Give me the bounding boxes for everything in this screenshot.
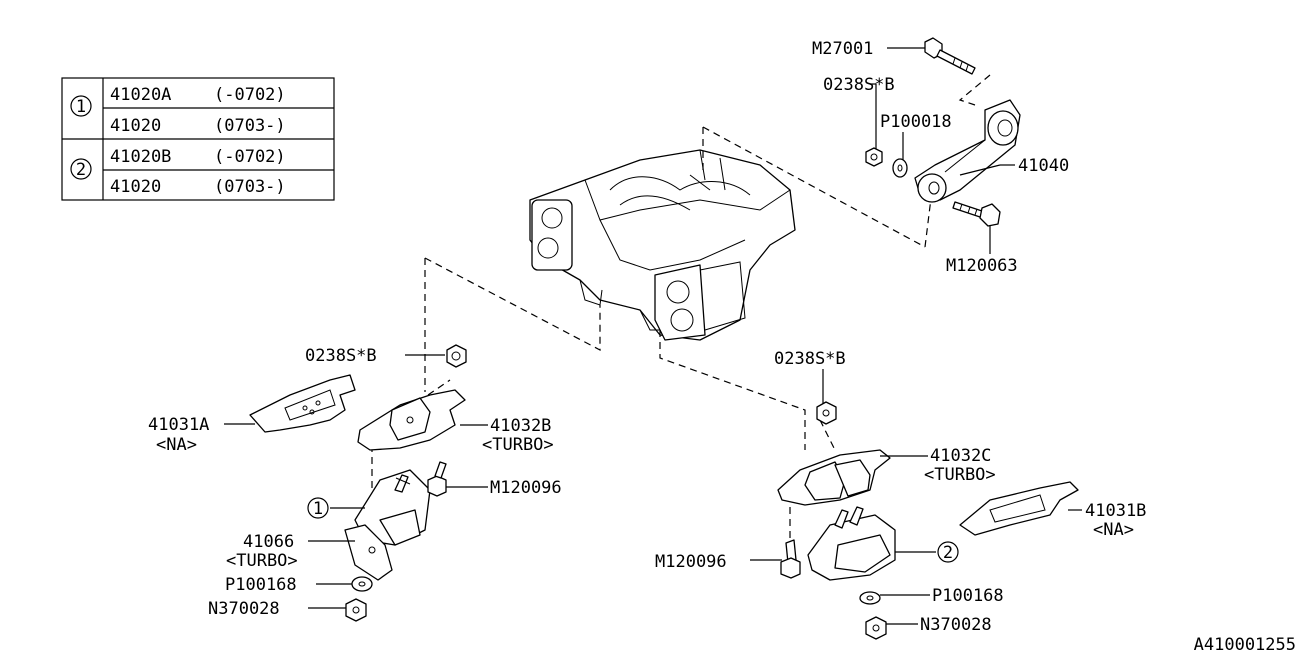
label-p100018: P100018	[880, 112, 952, 132]
label-0238sb-top: 0238S*B	[823, 75, 895, 95]
marker-2: 2	[943, 543, 953, 563]
nut-right-icon	[816, 401, 837, 425]
table-part-number: 41020B	[110, 147, 171, 167]
table-marker-2: 2	[76, 160, 86, 180]
label-m120096-right: M120096	[655, 552, 727, 572]
engine-mount-1-icon	[354, 469, 431, 546]
table-date-range: (-0702)	[214, 85, 286, 105]
label-m27001: M27001	[812, 39, 873, 59]
marker-circle-1-diagram	[307, 497, 329, 519]
diagram-id: A410001255	[1194, 635, 1296, 653]
marker-1: 1	[313, 499, 323, 519]
washer-p100168-left-icon	[351, 576, 373, 592]
table-date-range: (-0702)	[214, 147, 286, 167]
engine-block-illustration	[529, 149, 796, 341]
marker-circle-2-diagram	[937, 541, 959, 563]
table-date-range: (0703-)	[214, 177, 286, 197]
label-p100168-right: P100168	[932, 586, 1004, 606]
bracket-41066-icon	[344, 524, 393, 581]
label-n370028-left: N370028	[208, 599, 280, 619]
pitch-stopper-group: M27001 0238S*B P100018 41040	[812, 37, 1069, 276]
washer-p100018-icon	[892, 158, 908, 178]
bolt-m120096-left-icon	[427, 461, 447, 497]
bracket-41032b-icon	[357, 389, 466, 451]
label-n370028-right: N370028	[920, 615, 992, 635]
bracket-41031a-icon	[249, 374, 356, 433]
marker-circle-1	[70, 95, 92, 117]
pitch-stopper-41040-icon	[914, 99, 1021, 203]
nut-n370028-left-icon	[345, 598, 367, 622]
left-mount-group: 0238S*B 41031A <NA> 41032B <TURBO>	[148, 344, 562, 622]
bracket-41031b-icon	[959, 481, 1079, 536]
label-41032b: 41032B	[490, 416, 551, 436]
table-part-number: 41020A	[110, 85, 171, 105]
label-turbo-c: <TURBO>	[924, 465, 996, 485]
label-m120063: M120063	[946, 256, 1018, 276]
label-m120096-left: M120096	[490, 478, 562, 498]
assembly-dashed-lines	[371, 74, 991, 560]
marker-circle-2	[70, 158, 92, 180]
part-reference-table: 1 41020A (-0702) 41020 (0703-) 2 41020B …	[61, 77, 335, 201]
nut-n370028-right-icon	[865, 616, 887, 640]
bolt-m120096-right-icon	[780, 539, 801, 579]
label-p100168-left: P100168	[225, 575, 297, 595]
label-0238sb-right: 0238S*B	[774, 349, 846, 369]
label-41066: 41066	[243, 532, 294, 552]
table-date-range: (0703-)	[214, 116, 286, 136]
label-turbo-b: <TURBO>	[482, 435, 554, 455]
table-row: 2 41020B (-0702) 41020 (0703-)	[70, 147, 286, 197]
engine-mount-2-icon	[807, 506, 896, 581]
table-part-number: 41020	[110, 177, 161, 197]
table-row: 1 41020A (-0702) 41020 (0703-)	[70, 85, 286, 136]
bracket-41032c-icon	[777, 449, 891, 506]
nut-left-icon	[446, 344, 467, 368]
label-na-left: <NA>	[156, 435, 197, 455]
washer-p100168-right-icon	[859, 591, 881, 605]
table-marker-1: 1	[76, 97, 86, 117]
right-mount-group: 0238S*B 41032C <TURBO> 41031B <NA>	[655, 349, 1146, 640]
label-41040: 41040	[1018, 156, 1069, 176]
bolt-m27001-icon	[924, 37, 976, 75]
label-0238sb-left: 0238S*B	[305, 346, 377, 366]
label-41031b: 41031B	[1085, 501, 1146, 521]
table-part-number: 41020	[110, 116, 161, 136]
label-turbo-41066: <TURBO>	[226, 551, 298, 571]
label-41031a: 41031A	[148, 415, 209, 435]
bolt-m120063-icon	[952, 201, 1001, 227]
label-na-right: <NA>	[1093, 520, 1134, 540]
label-41032c: 41032C	[930, 446, 991, 466]
nut-top-icon	[865, 147, 883, 167]
